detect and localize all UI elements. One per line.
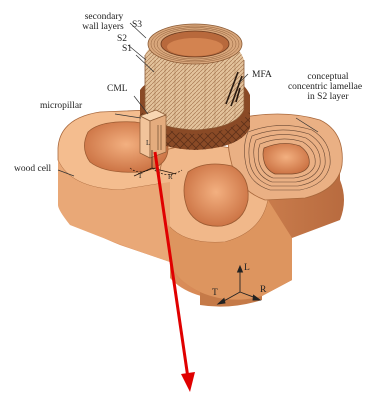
label-wood-cell: wood cell <box>14 164 51 175</box>
micropillar-axis-t: T <box>138 171 142 182</box>
axis-label-r: R <box>260 285 266 296</box>
label-secondary-wall-line2: wall layers <box>68 22 138 33</box>
axis-label-l: L <box>244 263 250 274</box>
axis-label-t: T <box>212 288 218 299</box>
micropillar-axis-r: R <box>168 172 173 183</box>
label-cml: CML <box>107 84 128 95</box>
label-s1: S1 <box>122 44 132 55</box>
label-micropillar: micropillar <box>40 101 82 112</box>
micropillar-axis-l: L <box>146 138 150 149</box>
label-mfa: MFA <box>252 70 272 81</box>
label-s3: S3 <box>132 20 142 31</box>
label-lamellae-line3: in S2 layer <box>288 92 368 103</box>
lumen-center <box>184 164 248 226</box>
